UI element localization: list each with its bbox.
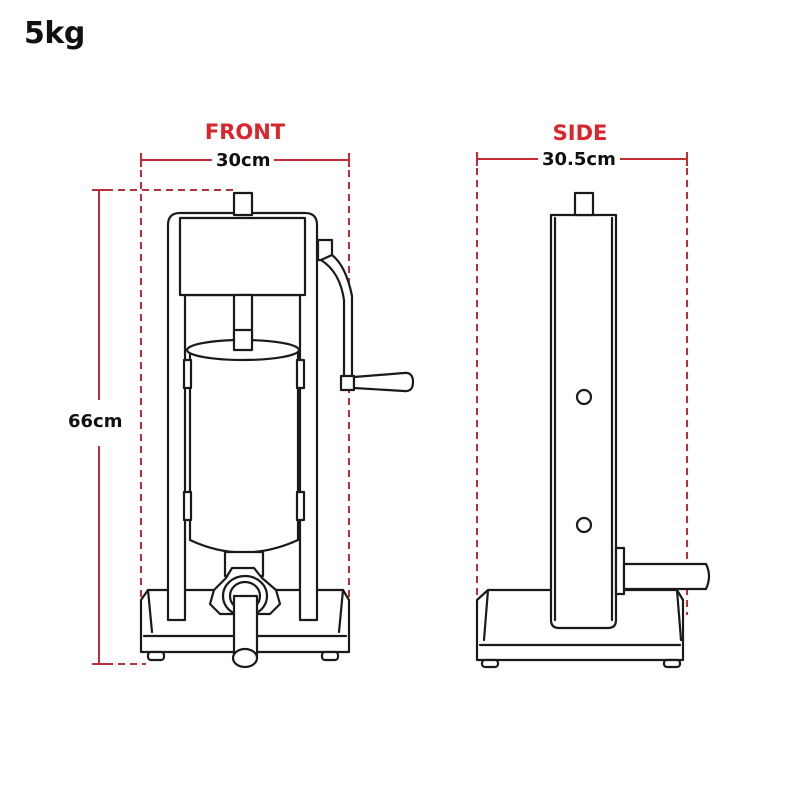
front-height-dimension xyxy=(92,189,236,665)
front-width-label: 30cm xyxy=(212,151,275,171)
side-view-machine xyxy=(475,191,711,669)
front-view-machine xyxy=(139,191,415,669)
side-width-label: 30.5cm xyxy=(538,150,620,170)
front-height-label: 66cm xyxy=(64,412,127,432)
front-view-title: FRONT xyxy=(204,120,286,144)
side-view-title: SIDE xyxy=(552,121,608,145)
capacity-label: 5kg xyxy=(24,16,85,51)
